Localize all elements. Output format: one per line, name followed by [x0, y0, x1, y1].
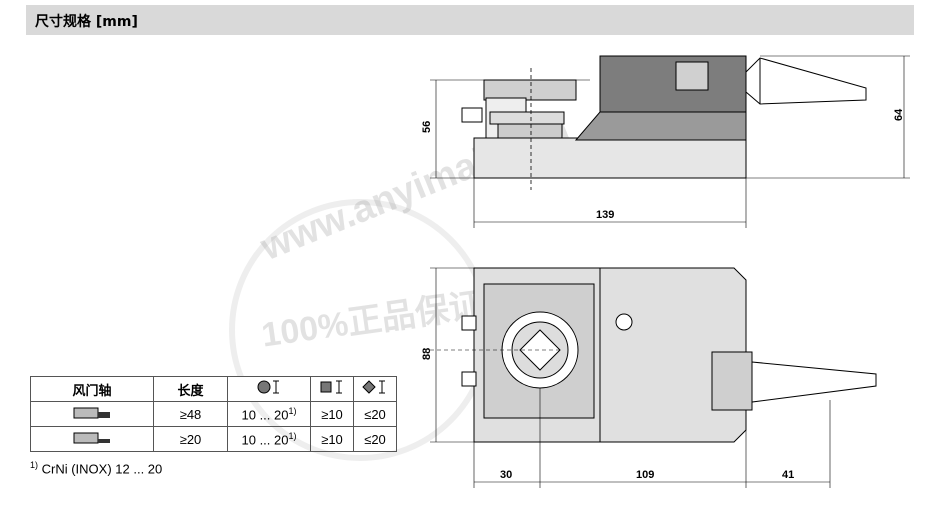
table-row: ≥20 10 ... 201) ≥10 ≤20: [30, 426, 397, 452]
footnote: 1) CrNi (INOX) 12 ... 20: [30, 460, 162, 476]
section-title: 尺寸规格 [mm]: [35, 14, 138, 30]
row-square: ≥10: [310, 401, 354, 427]
shaft-short-icon: [30, 426, 154, 452]
top-view: [430, 267, 877, 488]
dim-cable-length: 41: [782, 469, 794, 481]
footnote-text: CrNi (INOX) 12 ... 20: [38, 461, 163, 477]
col-square-icon: [310, 376, 354, 402]
shaft-long-icon: [30, 401, 154, 427]
row-diamond: ≤20: [353, 401, 397, 427]
col-length: 长度: [153, 376, 228, 402]
col-round-icon: [227, 376, 311, 402]
row-square: ≥10: [310, 426, 354, 452]
footnote-marker: 1): [30, 460, 39, 470]
row-diamond: ≤20: [353, 426, 397, 452]
section-header: 尺寸规格 [mm]: [26, 5, 914, 35]
dim-left-offset: 30: [500, 469, 512, 481]
dim-top-width: 88: [421, 348, 433, 360]
dim-side-height: 56: [421, 121, 433, 133]
dim-side-length: 139: [596, 209, 614, 221]
row-length: ≥20: [153, 426, 228, 452]
table-row: ≥48 10 ... 201) ≥10 ≤20: [30, 401, 397, 427]
row-round: 10 ... 201): [227, 401, 311, 427]
row-round: 10 ... 201): [227, 426, 311, 452]
dim-body-length: 109: [636, 469, 654, 481]
table-header-row: 风门轴 长度: [30, 376, 397, 402]
col-shaft: 风门轴: [30, 376, 154, 402]
col-diamond-icon: [353, 376, 397, 402]
side-view: [430, 55, 910, 228]
shaft-table: 风门轴 长度 ≥48 10 ... 201) ≥10 ≤20 ≥20 10 ..…: [30, 376, 397, 452]
dim-total-height: 64: [893, 108, 905, 121]
row-length: ≥48: [153, 401, 228, 427]
